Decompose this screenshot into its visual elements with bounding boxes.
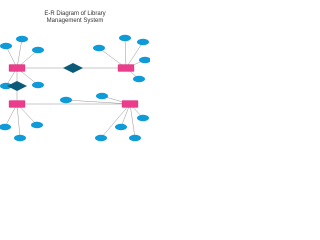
- attribute-ellipse[interactable]: [133, 75, 145, 83]
- connector-line: [100, 103, 131, 139]
- attribute-ellipse[interactable]: [0, 42, 12, 50]
- relationship-diamond[interactable]: [7, 81, 27, 91]
- entity-box[interactable]: [8, 64, 26, 72]
- attribute-ellipse[interactable]: [0, 82, 12, 90]
- connector-line: [65, 99, 131, 105]
- attribute-ellipse[interactable]: [14, 134, 26, 142]
- attribute-ellipse[interactable]: [115, 123, 127, 131]
- attribute-ellipse[interactable]: [0, 123, 11, 131]
- connector-line: [5, 45, 18, 69]
- entity-box[interactable]: [117, 64, 135, 72]
- attribute-ellipse[interactable]: [95, 134, 107, 142]
- attribute-ellipse[interactable]: [137, 114, 149, 122]
- attribute-ellipse[interactable]: [32, 46, 44, 54]
- entity-box[interactable]: [121, 100, 139, 108]
- connector-line: [16, 103, 21, 139]
- attribute-ellipse[interactable]: [129, 134, 141, 142]
- attribute-ellipse[interactable]: [137, 38, 149, 46]
- connector-line: [129, 103, 136, 139]
- connector-line: [124, 37, 127, 69]
- attribute-ellipse[interactable]: [96, 92, 108, 100]
- entity-box[interactable]: [8, 100, 26, 108]
- connector-lines: [4, 37, 146, 139]
- diagram-title: E-R Diagram of Library Management System: [0, 11, 150, 25]
- er-diagram-canvas: E-R Diagram of Library Management System: [0, 0, 150, 150]
- attribute-ellipse[interactable]: [32, 81, 44, 89]
- connector-line: [4, 103, 18, 128]
- diagram-title-line-1: E-R Diagram of Library: [44, 11, 106, 17]
- relationship-diamond[interactable]: [63, 63, 83, 73]
- attribute-ellipse[interactable]: [139, 56, 150, 64]
- attribute-ellipse[interactable]: [31, 121, 43, 129]
- diagram-title-line-2: Management System: [46, 18, 104, 24]
- attribute-ellipse[interactable]: [60, 96, 72, 104]
- connector-line: [125, 41, 144, 69]
- er-diagram-svg: [0, 34, 150, 142]
- connector-line: [16, 38, 23, 69]
- attribute-ellipse[interactable]: [93, 44, 105, 52]
- connector-line: [120, 103, 131, 128]
- attribute-ellipse[interactable]: [119, 34, 131, 42]
- diagram-nodes: [0, 34, 150, 142]
- attribute-ellipse[interactable]: [16, 35, 28, 43]
